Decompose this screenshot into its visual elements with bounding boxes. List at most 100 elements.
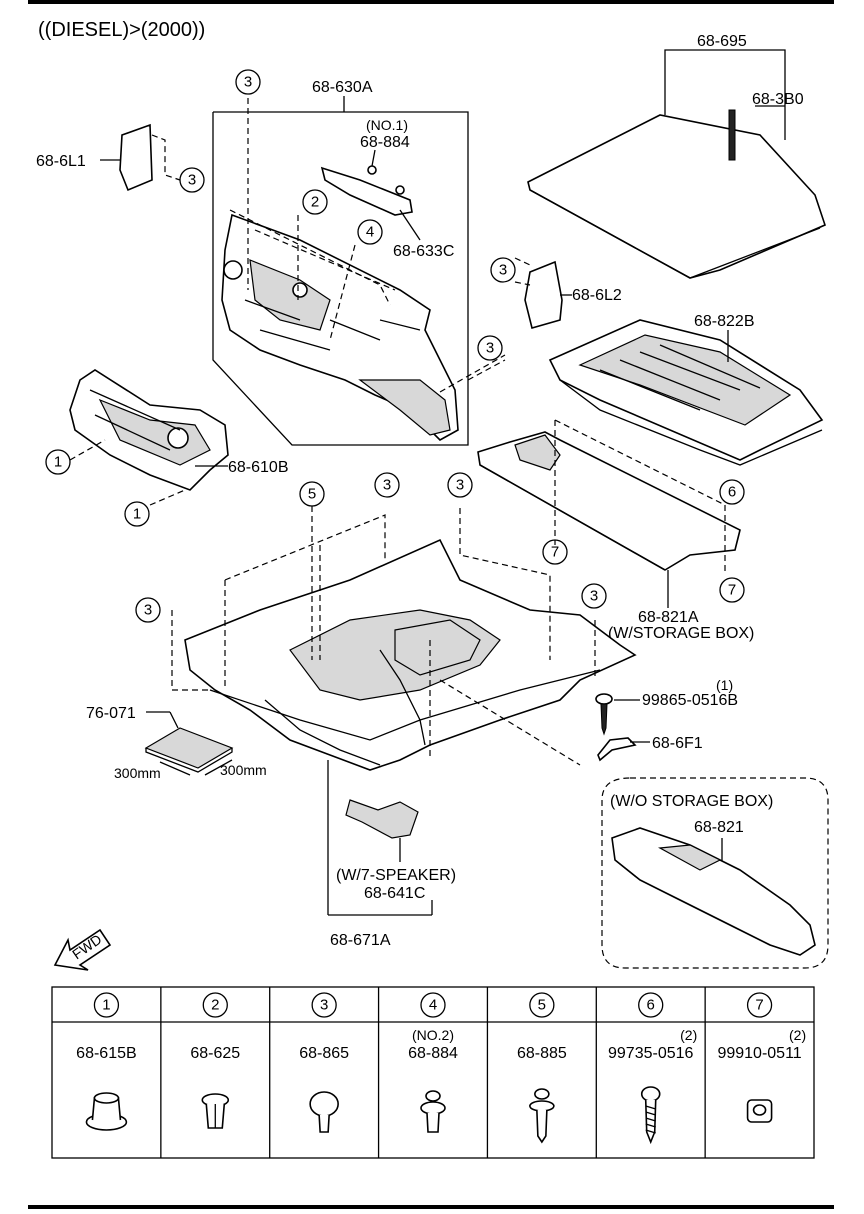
legend-cell-2: 2 68-625 bbox=[190, 992, 240, 1129]
label-68-630A: 68-630A bbox=[312, 79, 373, 96]
callout-1-bottom: 1 bbox=[133, 506, 141, 523]
trunk-trim-68-821-shape bbox=[611, 827, 816, 956]
legend-cell-7: 7(2)99910-0511 bbox=[717, 992, 806, 1123]
part-68-633C-shape bbox=[320, 166, 413, 216]
label-68-3B0: 68-3B0 bbox=[752, 91, 804, 108]
trim-68-6L2: 68-6L2 3 bbox=[490, 257, 622, 329]
label-68-821: 68-821 bbox=[694, 819, 744, 836]
label-300mm-b: 300mm bbox=[220, 762, 267, 778]
callout-3-6L2: 3 bbox=[499, 262, 507, 279]
trunk-trim-68-821A: 68-821A (W/STORAGE BOX) 6 7 7 bbox=[477, 419, 754, 642]
legend-callout-number: 7 bbox=[755, 997, 763, 1014]
legend-callout-circle bbox=[638, 992, 664, 1018]
callout-2-dash: 2 bbox=[302, 189, 328, 215]
legend-part-number: 99910-0511 bbox=[717, 1045, 801, 1062]
pad-76-071: 76-071 300mm 300mm bbox=[86, 705, 267, 781]
label-68-6L2: 68-6L2 bbox=[572, 287, 622, 304]
callout-1-left: 1 bbox=[54, 454, 62, 471]
legend-cell-1: 1 68-615B bbox=[76, 992, 137, 1131]
label-w7-speaker: (W/7-SPEAKER) bbox=[336, 867, 456, 884]
callout-7-mid: 7 bbox=[551, 544, 559, 561]
bottom-rule bbox=[28, 1205, 834, 1209]
legend-callout-circle bbox=[746, 992, 773, 1018]
callout-4-dash: 4 bbox=[357, 219, 383, 245]
legend-part-number: 99735-0516 bbox=[608, 1045, 694, 1062]
callout-7-right: 7 bbox=[728, 582, 736, 599]
legend-note: (NO.2) bbox=[412, 1027, 454, 1043]
label-68-633C: 68-633C bbox=[393, 243, 454, 260]
dash-insulator-group: 68-630A (NO.1) 68-884 68-633C bbox=[212, 79, 506, 446]
label-68-821A: 68-821A bbox=[638, 609, 699, 626]
legend-qty: (2) bbox=[680, 1027, 697, 1043]
svg-text:4: 4 bbox=[366, 224, 374, 241]
callout-3-dash-right: 3 bbox=[477, 335, 503, 361]
label-68-6L1: 68-6L1 bbox=[36, 153, 86, 170]
legend-callout-number: 4 bbox=[429, 997, 437, 1014]
svg-text:3: 3 bbox=[486, 340, 494, 357]
legend-part-number: 68-615B bbox=[76, 1045, 137, 1062]
floor-carpet-68-671A: 68-671A 5 3 3 3 3 bbox=[135, 472, 637, 949]
legend-callout-number: 5 bbox=[538, 997, 546, 1014]
legend-part-number: 68-884 bbox=[408, 1045, 458, 1062]
label-68-695: 68-695 bbox=[697, 33, 747, 50]
stacked-clip-icon bbox=[420, 1090, 446, 1133]
insulator-68-610B: 68-610B 1 1 bbox=[45, 369, 289, 527]
screw-99865-0516B: (1) 99865-0516B bbox=[595, 677, 738, 736]
legend-callout-number: 2 bbox=[211, 997, 219, 1014]
label-68-610B: 68-610B bbox=[228, 459, 289, 476]
legend-callout-circle bbox=[93, 992, 120, 1018]
label-300mm-a: 300mm bbox=[114, 765, 161, 781]
label-wo-storage-box: (W/O STORAGE BOX) bbox=[610, 793, 773, 810]
label-99865-0516B: 99865-0516B bbox=[642, 692, 738, 709]
callout-3-top: 3 bbox=[235, 69, 261, 95]
legend-callout-circle bbox=[420, 992, 446, 1018]
label-no1: (NO.1) bbox=[366, 117, 408, 133]
tapping-screw-icon bbox=[640, 1086, 661, 1145]
label-68-884: 68-884 bbox=[360, 134, 410, 151]
callout-3-6L1: 3 bbox=[188, 172, 196, 189]
label-68-822B: 68-822B bbox=[694, 313, 755, 330]
label-qty1: (1) bbox=[716, 677, 733, 693]
legend-callout-circle bbox=[311, 992, 337, 1018]
svg-text:3: 3 bbox=[244, 74, 252, 91]
label-68-6F1: 68-6F1 bbox=[652, 735, 703, 752]
label-68-671A: 68-671A bbox=[330, 932, 391, 949]
trunk-board-part bbox=[527, 114, 826, 279]
trunk-board-group: 68-695 68-3B0 bbox=[527, 33, 826, 279]
legend-callout-circle bbox=[529, 992, 555, 1018]
callout-3-floor-left: 3 bbox=[144, 602, 152, 619]
label-w-storage-box: (W/STORAGE BOX) bbox=[608, 625, 754, 642]
callout-3-floor-a: 3 bbox=[383, 477, 391, 494]
wo-storage-box-inset: (W/O STORAGE BOX) 68-821 bbox=[601, 777, 829, 969]
storage-box-68-822B: 68-822B bbox=[548, 313, 824, 466]
legend-cell-6: 6 (2) 99735-0516 bbox=[608, 992, 697, 1145]
svg-text:2: 2 bbox=[311, 194, 319, 211]
speaker-pad-68-641C: (W/7-SPEAKER) 68-641C bbox=[336, 799, 456, 902]
fwd-arrow-icon: FWD bbox=[53, 928, 112, 971]
legend-cell-5: 5 68-885 bbox=[517, 992, 567, 1144]
screw-rivet-clip-icon bbox=[529, 1088, 555, 1144]
legend-cell-4: 4 (NO.2) 68-884 bbox=[408, 992, 458, 1133]
callout-3-floor-b: 3 bbox=[456, 477, 464, 494]
push-nut-clip-icon bbox=[85, 1092, 128, 1131]
label-68-641C: 68-641C bbox=[364, 885, 425, 902]
trim-68-6L1: 68-6L1 3 bbox=[36, 123, 205, 193]
legend-cell-3: 3 68-865 bbox=[299, 992, 349, 1133]
bracket-68-6F1: 68-6F1 bbox=[597, 735, 703, 762]
mushroom-clip-icon bbox=[309, 1091, 339, 1133]
fastener-legend-table: 1 68-615B 2 68-625 3 68-865 4 (NO.2) 68-884 5 68-8… bbox=[51, 986, 815, 1159]
legend-callout-number: 1 bbox=[102, 997, 110, 1014]
legend-part-number: 68-885 bbox=[517, 1045, 567, 1062]
top-rule bbox=[28, 0, 834, 4]
legend-callout-circle bbox=[202, 992, 228, 1018]
push-rivet-clip-icon bbox=[201, 1093, 230, 1129]
legend-callout-number: 6 bbox=[647, 997, 655, 1014]
legend-part-number: 68-865 bbox=[299, 1045, 349, 1062]
page-title: ((DIESEL)>(2000)) bbox=[38, 19, 205, 41]
nut-clip-icon bbox=[746, 1099, 773, 1123]
callout-6: 6 bbox=[728, 484, 736, 501]
callout-3-floor-right: 3 bbox=[590, 588, 598, 605]
legend-part-number: 68-625 bbox=[190, 1045, 240, 1062]
legend-callout-number: 3 bbox=[320, 997, 328, 1014]
